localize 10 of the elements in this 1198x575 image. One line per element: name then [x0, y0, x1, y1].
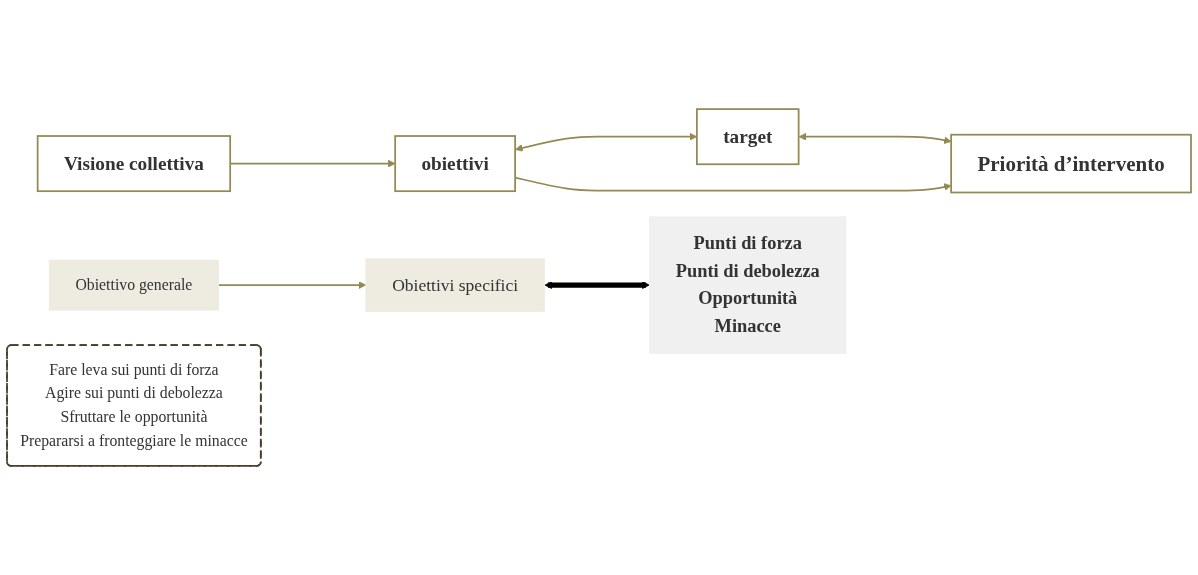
node-box: target	[696, 108, 800, 166]
node-box: Obiettivi specifici	[365, 258, 545, 312]
arrow	[544, 281, 650, 289]
node-box: Punti di forza Punti di debolezza Opportunità Minacce	[649, 216, 847, 354]
node-box: Visione collettiva	[36, 135, 232, 193]
arrow	[217, 281, 367, 289]
node-box: Obiettivo generale	[48, 259, 220, 311]
arrow	[798, 132, 952, 145]
node-box: Priorità d’intervento	[950, 133, 1192, 194]
node-box: obiettivi	[394, 135, 516, 193]
